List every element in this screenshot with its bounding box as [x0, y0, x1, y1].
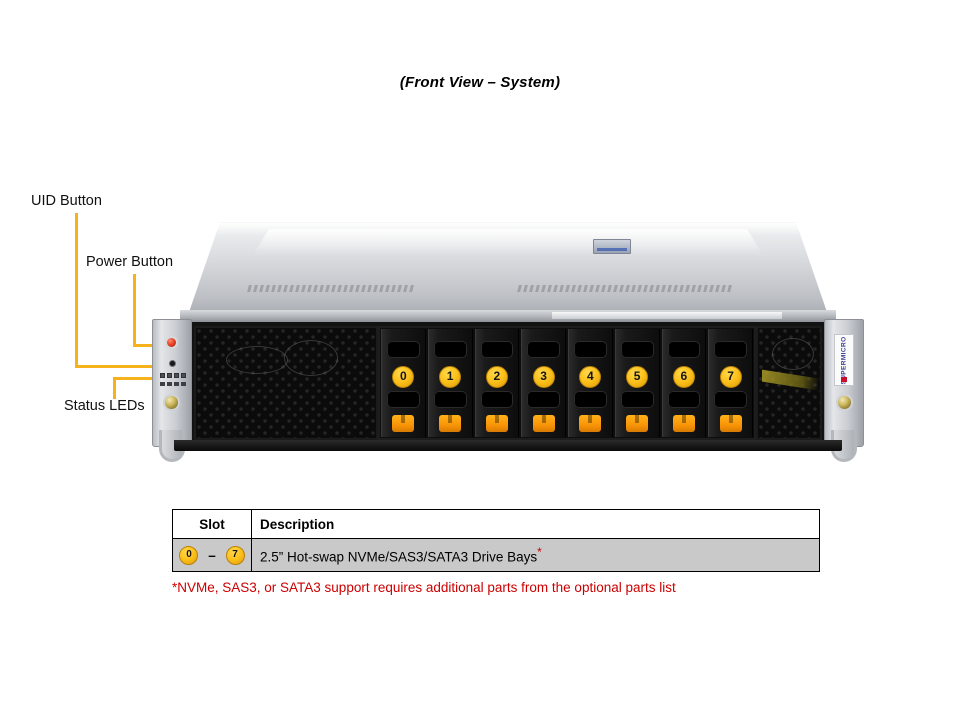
drive-vent-top [620, 341, 654, 358]
drive-release-latch[interactable] [392, 415, 415, 432]
table-header-description: Description [251, 509, 820, 539]
slot-badge-start: 0 [179, 545, 199, 565]
drive-bay[interactable]: 0 [381, 329, 426, 437]
drive-release-latch[interactable] [626, 415, 649, 432]
drive-vent-bottom [387, 391, 420, 408]
supermicro-logo: SUPERMICRO [834, 334, 854, 386]
right-ear-panel: SUPERMICRO [824, 319, 864, 462]
drive-vent-bottom [667, 391, 701, 408]
leader-line-power-vertical [133, 274, 136, 345]
control-panel-left-ear [152, 319, 192, 462]
drive-bay-cage: 0 1 2 3 4 5 [378, 326, 756, 440]
drive-slot-number: 4 [579, 366, 602, 388]
drive-vent-bottom [620, 391, 654, 408]
drive-vent-bottom [714, 391, 747, 408]
footnote-text: *NVMe, SAS3, or SATA3 support requires a… [172, 580, 676, 595]
callout-label-power-button: Power Button [86, 254, 174, 270]
chassis-bottom-rail [174, 440, 842, 451]
supermicro-logo-mark [841, 377, 847, 382]
drive-release-latch[interactable] [439, 415, 462, 432]
front-bezel-mesh-left [194, 326, 378, 440]
drive-bay[interactable]: 6 [661, 329, 707, 437]
drive-vent-top [527, 341, 560, 358]
chassis-top-cover [188, 222, 828, 315]
drive-slot-number: 6 [672, 366, 695, 388]
drive-vent-top [574, 341, 607, 358]
drive-slot-number: 7 [719, 366, 742, 388]
cpu-badge-sticker [593, 239, 631, 254]
drive-vent-bottom [480, 391, 514, 408]
slot-range-separator: – [208, 547, 216, 563]
slot-badge-end: 7 [225, 545, 245, 565]
drive-slot-number: 2 [485, 366, 508, 388]
cover-vent-slots-right [517, 285, 732, 292]
leader-line-power-horizontal [133, 344, 170, 347]
status-leds-secondary-row [160, 382, 186, 388]
drive-slot-number: 3 [532, 366, 555, 388]
drive-release-latch[interactable] [485, 415, 508, 432]
drive-slot-number: 5 [626, 366, 649, 388]
mesh-highlight-streak [762, 369, 818, 391]
chassis-cover-lip-glint [552, 312, 782, 319]
drive-vent-bottom [527, 391, 560, 408]
drive-vent-top [667, 341, 701, 358]
drive-release-latch[interactable] [672, 415, 695, 432]
leader-line-uid-vertical [75, 213, 78, 367]
mesh-reflection [772, 338, 814, 370]
description-footnote-marker: * [537, 545, 542, 560]
drive-release-latch[interactable] [532, 415, 555, 432]
figure-title: (Front View – System) [399, 74, 561, 91]
drive-vent-bottom [574, 391, 607, 408]
drive-vent-top [480, 341, 514, 358]
drive-slot-number: 0 [392, 366, 415, 388]
rack-thumbscrew-right[interactable] [836, 394, 853, 411]
cover-highlight [253, 229, 763, 255]
description-text: 2.5” Hot-swap NVMe/SAS3/SATA3 Drive Bays [260, 549, 538, 565]
drive-vent-top [433, 341, 467, 358]
drive-bay[interactable]: 1 [427, 329, 473, 437]
table-cell-description: 2.5” Hot-swap NVMe/SAS3/SATA3 Drive Bays… [251, 538, 820, 572]
drive-bay[interactable]: 3 [521, 329, 566, 437]
callout-label-status-leds: Status LEDs [64, 398, 145, 414]
table-cell-slot-range: 0 – 7 [172, 538, 252, 572]
drive-bay[interactable]: 4 [568, 329, 613, 437]
drive-bay[interactable]: 7 [708, 329, 753, 437]
slot-description-table: Slot Description 0 – 7 2.5” Hot-swap NVM… [172, 509, 820, 572]
table-header-slot: Slot [172, 509, 252, 539]
drive-vent-top [387, 341, 420, 358]
rack-thumbscrew-left[interactable] [163, 394, 180, 411]
drive-release-latch[interactable] [719, 415, 742, 432]
drive-bay[interactable]: 2 [474, 329, 520, 437]
front-bezel-mesh-right [756, 326, 822, 440]
leader-line-leds-vertical [113, 377, 116, 399]
drive-bay[interactable]: 5 [614, 329, 660, 437]
mesh-reflection [226, 346, 288, 374]
uid-button[interactable] [169, 360, 176, 367]
leader-line-leds-horizontal [113, 377, 169, 380]
power-button[interactable] [165, 336, 178, 349]
drive-release-latch[interactable] [579, 415, 602, 432]
mesh-reflection [284, 340, 338, 376]
table-row: 0 – 7 2.5” Hot-swap NVMe/SAS3/SATA3 Driv… [172, 538, 820, 572]
cover-vent-slots-left [247, 285, 414, 292]
drive-vent-bottom [433, 391, 467, 408]
callout-label-uid-button: UID Button [31, 193, 102, 209]
server-chassis-illustration: SUPERMICRO 0 1 2 3 [152, 222, 864, 462]
table-header-row: Slot Description [172, 509, 820, 539]
drive-slot-number: 1 [439, 366, 462, 388]
drive-vent-top [714, 341, 747, 358]
status-leds [160, 373, 186, 381]
leader-line-uid-horizontal [75, 365, 170, 368]
